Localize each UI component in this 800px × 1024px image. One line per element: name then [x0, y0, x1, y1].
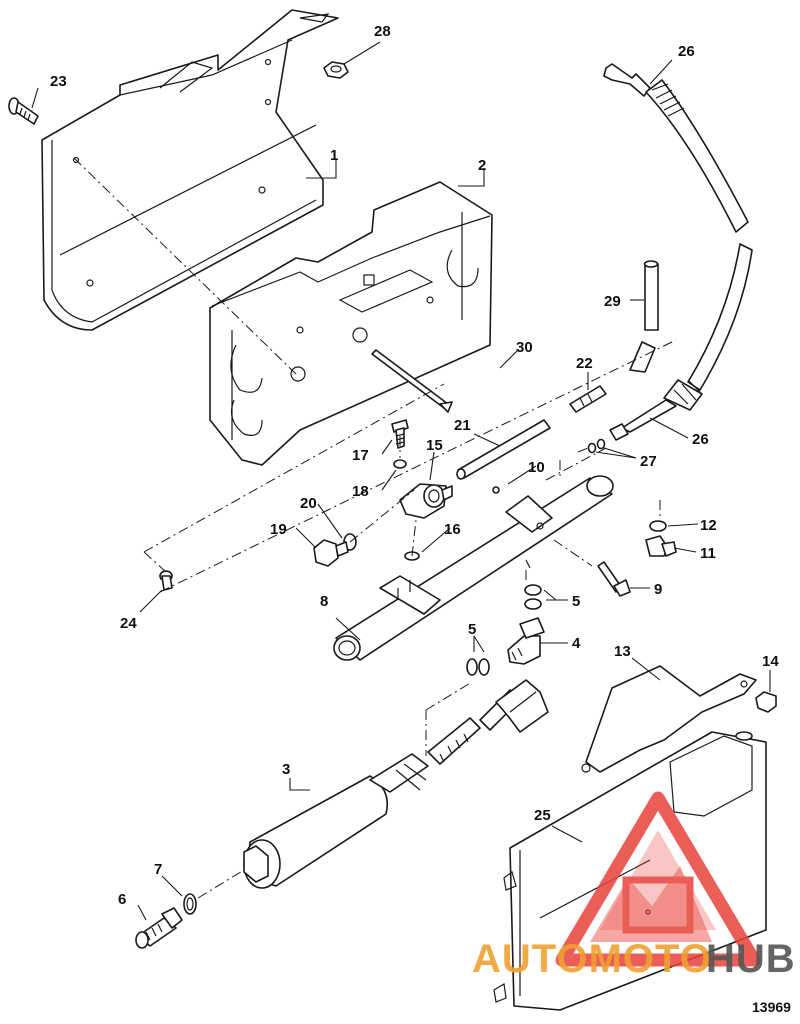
- callout-30: 30: [516, 339, 533, 356]
- callout-3: 3: [282, 761, 290, 778]
- leader-lines: [31, 41, 771, 921]
- callout-27: 27: [640, 453, 657, 470]
- bracket-nut: [755, 691, 777, 713]
- callout-2: 2: [478, 157, 486, 174]
- callout-13: 13: [614, 643, 631, 660]
- electric-fuel-pump: [243, 679, 549, 889]
- callout-19: 19: [270, 521, 287, 538]
- callout-23: 23: [50, 73, 67, 90]
- locating-pin: [159, 570, 173, 591]
- callout-4: 4: [572, 635, 581, 652]
- watermark-text-primary: AUTOMOTO: [472, 937, 712, 981]
- callout-18: 18: [352, 483, 369, 500]
- connector-fitting: [569, 385, 607, 413]
- pin: [371, 349, 453, 413]
- screw: [8, 97, 39, 125]
- callout-22: 22: [576, 355, 593, 372]
- hose-lower: [609, 243, 753, 441]
- callout-26-lower: 26: [692, 431, 709, 448]
- fuel-fitting: [507, 617, 545, 665]
- callout-29: 29: [604, 293, 621, 310]
- callout-17: 17: [352, 447, 369, 464]
- fuel-rail: [333, 475, 614, 661]
- pressure-regulator: [399, 483, 453, 519]
- callout-28: 28: [374, 23, 391, 40]
- callout-25: 25: [534, 807, 551, 824]
- bleed-screw: [597, 561, 631, 597]
- elbow-fitting: [645, 535, 677, 557]
- callout-21: 21: [454, 417, 471, 434]
- callout-10: 10: [528, 459, 545, 476]
- o-ring-elbow: [649, 520, 667, 532]
- watermark-logo: [555, 791, 761, 967]
- housing-bracket: [209, 181, 493, 466]
- callout-5-pump: 5: [468, 621, 476, 638]
- callout-11: 11: [700, 545, 716, 562]
- callout-7: 7: [154, 861, 162, 878]
- callout-14: 14: [762, 653, 779, 670]
- inlet-fitting: [135, 907, 183, 949]
- callout-8: 8: [320, 593, 328, 610]
- short-tube: [629, 260, 659, 373]
- o-rings-rail: [524, 584, 542, 610]
- callout-12: 12: [700, 517, 717, 534]
- callout-labels: 1 2 3 4 5 5 6 7 8 9 10 11 12 13 14 15 16…: [50, 23, 779, 908]
- pump-washer: [183, 893, 197, 915]
- callout-1: 1: [330, 147, 338, 164]
- locknut: [323, 61, 349, 79]
- o-rings-pump: [466, 658, 490, 676]
- tank-bracket: [581, 665, 757, 773]
- figure-number: 13969: [752, 999, 791, 1015]
- mounting-bracket: [41, 9, 339, 331]
- callout-26-upper: 26: [678, 43, 695, 60]
- rod: [456, 419, 551, 480]
- callout-6: 6: [118, 891, 126, 908]
- banjo-bolt: [313, 539, 349, 567]
- watermark-text-secondary: HUB: [706, 937, 796, 981]
- hose-upper: [603, 63, 749, 233]
- callout-20: 20: [300, 495, 317, 512]
- callout-16: 16: [444, 521, 461, 538]
- callout-5-rail: 5: [572, 593, 580, 610]
- callout-24: 24: [120, 615, 137, 632]
- callout-9: 9: [654, 581, 662, 598]
- callout-15: 15: [426, 437, 443, 454]
- assembly-centerlines: [73, 157, 677, 899]
- small-o-rings: [587, 438, 606, 454]
- small-screw: [492, 486, 500, 494]
- washer: [393, 459, 407, 469]
